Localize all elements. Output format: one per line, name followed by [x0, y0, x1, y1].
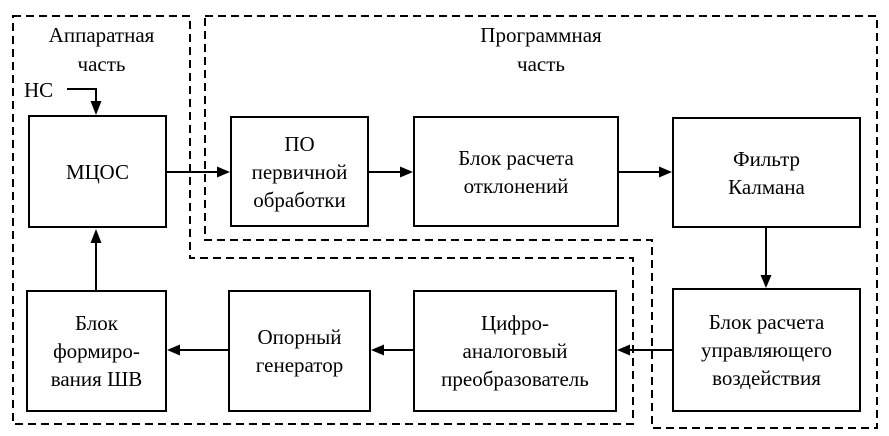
- block-timescale-forming-label: Блок формиро- вания ШВ: [50, 311, 143, 391]
- arrow-oscillator-to-shv: [167, 344, 228, 356]
- block-mcos-label: МЦОС: [66, 159, 129, 184]
- block-kalman-filter: Фильтр Калмана: [672, 117, 861, 228]
- block-deviation-calculation: Блок расчета отклонений: [413, 116, 619, 227]
- arrow-mcos-to-po: [167, 166, 230, 178]
- block-digital-analog-converter-label: Цифро- аналоговый преобразователь: [441, 311, 589, 391]
- block-reference-oscillator-label: Опорный генератор: [255, 325, 344, 377]
- software-region-label: Программная часть: [480, 23, 602, 76]
- block-deviation-calculation-label: Блок расчета отклонений: [458, 145, 574, 198]
- block-reference-oscillator: Опорный генератор: [228, 290, 371, 412]
- arrow-control-to-dac: [617, 344, 672, 356]
- block-primary-processing-software: ПО первичной обработки: [230, 116, 369, 227]
- block-primary-processing-software-label: ПО первичной обработки: [251, 131, 348, 212]
- block-control-action-calculation-label: Блок расчета управляющего воздействия: [700, 310, 833, 390]
- arrow-po-to-deviation: [369, 166, 413, 178]
- block-mcos: МЦОС: [28, 115, 167, 228]
- hardware-region-label: Аппаратная часть: [48, 23, 155, 76]
- arrow-ns-to-mcos: [67, 88, 102, 115]
- arrow-dac-to-oscillator: [371, 344, 413, 356]
- arrow-shv-to-mcos: [90, 229, 102, 290]
- arrow-deviation-to-kalman: [619, 166, 672, 178]
- hardware-region-outline: [12, 15, 634, 425]
- block-kalman-filter-label: Фильтр Калмана: [728, 146, 805, 199]
- block-control-action-calculation: Блок расчета управляющего воздействия: [672, 288, 861, 412]
- block-digital-analog-converter: Цифро- аналоговый преобразователь: [413, 290, 617, 412]
- arrow-kalman-to-control: [760, 228, 772, 288]
- input-signal-label: НС: [24, 78, 54, 102]
- software-region-outline: [204, 15, 878, 429]
- block-timescale-forming: Блок формиро- вания ШВ: [26, 290, 167, 412]
